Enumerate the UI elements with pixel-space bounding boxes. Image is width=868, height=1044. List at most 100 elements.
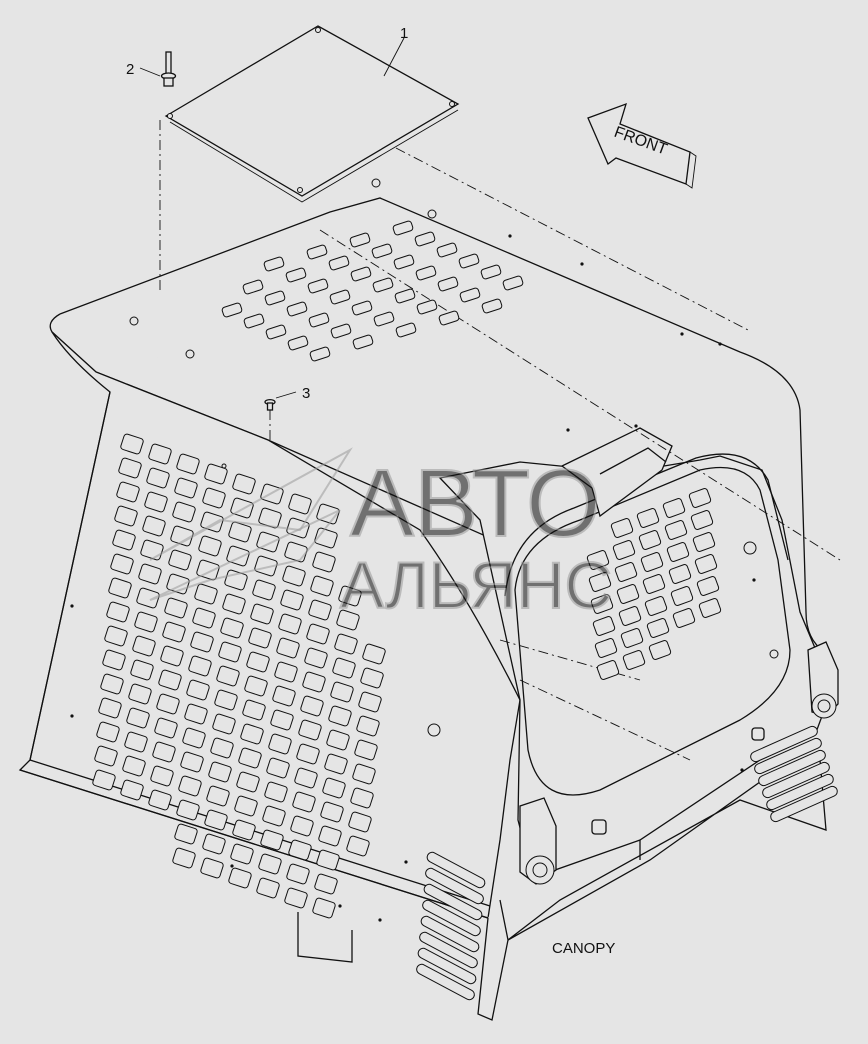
vent-slot [264, 781, 288, 803]
vent-slot [102, 649, 126, 671]
vent-slot [330, 323, 352, 339]
vent-slot [156, 693, 180, 715]
vent-slot [416, 299, 438, 315]
vent-slot [254, 555, 278, 577]
vent-slot [136, 587, 160, 609]
vent-slot [164, 597, 188, 619]
vent-slot [338, 585, 362, 607]
vent-slot [96, 721, 120, 743]
vent-slot [348, 811, 372, 833]
vent-slot [184, 703, 208, 725]
vent-slot [318, 825, 342, 847]
vent-slot [284, 887, 308, 909]
vent-slot [320, 801, 344, 823]
vent-slot [270, 709, 294, 731]
vent-slot [158, 669, 182, 691]
roof-vent-grille [221, 220, 524, 362]
vent-slot [610, 518, 634, 538]
vent-slot [688, 488, 712, 508]
callout-2: 2 [126, 61, 134, 78]
vent-slot [132, 635, 156, 657]
vent-slot [648, 640, 672, 660]
vent-slot [286, 301, 308, 317]
vent-slot [622, 650, 646, 670]
louver-slot [754, 737, 822, 775]
vent-slot [372, 277, 394, 293]
vent-slot [286, 863, 310, 885]
part-3-fastener [264, 391, 297, 411]
louver-slot [419, 931, 478, 969]
vent-slot [210, 737, 234, 759]
vent-slot [336, 609, 360, 631]
vent-slot [266, 757, 290, 779]
louver-slot [762, 761, 830, 799]
vent-slot [150, 765, 174, 787]
vent-slot [307, 278, 329, 294]
vent-slot [192, 607, 216, 629]
vent-slot [162, 621, 186, 643]
vent-slot [256, 877, 280, 899]
vent-slot [262, 805, 286, 827]
vent-slot [174, 823, 198, 845]
vent-slot [116, 481, 140, 503]
vent-slot [114, 505, 138, 527]
vent-slot [586, 550, 610, 570]
vent-slot [236, 771, 260, 793]
mounting-holes [70, 178, 756, 922]
vent-slot [290, 815, 314, 837]
vent-slot [122, 755, 146, 777]
callout-1: 1 [400, 25, 408, 42]
vent-slot [285, 267, 307, 283]
vent-slot [304, 647, 328, 669]
watermark-line-1: АВТО [350, 450, 601, 557]
vent-slot [332, 657, 356, 679]
vent-slot [268, 733, 292, 755]
vent-slot [212, 713, 236, 735]
vent-slot [692, 532, 716, 552]
vent-slot [352, 334, 374, 350]
vent-slot [214, 689, 238, 711]
vent-slot [182, 727, 206, 749]
vent-slot [152, 741, 176, 763]
vent-slot [352, 763, 376, 785]
vent-slot [672, 608, 696, 628]
vent-slot [314, 873, 338, 895]
vent-slot [614, 562, 638, 582]
vent-slot [415, 265, 437, 281]
vent-slot [328, 255, 350, 271]
vent-slot [481, 298, 503, 314]
vent-slot [216, 665, 240, 687]
vent-slot [98, 697, 122, 719]
vent-slot [244, 675, 268, 697]
vent-slot [690, 510, 714, 530]
vent-slot [234, 795, 258, 817]
vent-slot [316, 849, 340, 871]
vent-slot [346, 835, 370, 857]
vent-slot [502, 275, 524, 291]
vent-slot [264, 290, 286, 306]
vent-slot [94, 745, 118, 767]
vent-slot [265, 324, 287, 340]
vent-slot [306, 244, 328, 260]
vent-slot [592, 616, 616, 636]
vent-slot [358, 691, 382, 713]
vent-slot [618, 606, 642, 626]
vent-slot [394, 288, 416, 304]
vent-slot [310, 575, 334, 597]
vent-slot [242, 699, 266, 721]
vent-slot [176, 453, 200, 475]
louver-slot [425, 867, 484, 905]
vent-slot [282, 565, 306, 587]
vent-slot [118, 457, 142, 479]
vent-slot [300, 695, 324, 717]
vent-slot [620, 628, 644, 648]
vent-slot [308, 599, 332, 621]
vent-slot [414, 231, 436, 247]
vent-slot [246, 651, 270, 673]
vent-slot [206, 785, 230, 807]
vent-slot [228, 867, 252, 889]
vent-slot [250, 603, 274, 625]
vent-slot [248, 627, 272, 649]
vent-slot [202, 833, 226, 855]
vent-slot [124, 731, 148, 753]
